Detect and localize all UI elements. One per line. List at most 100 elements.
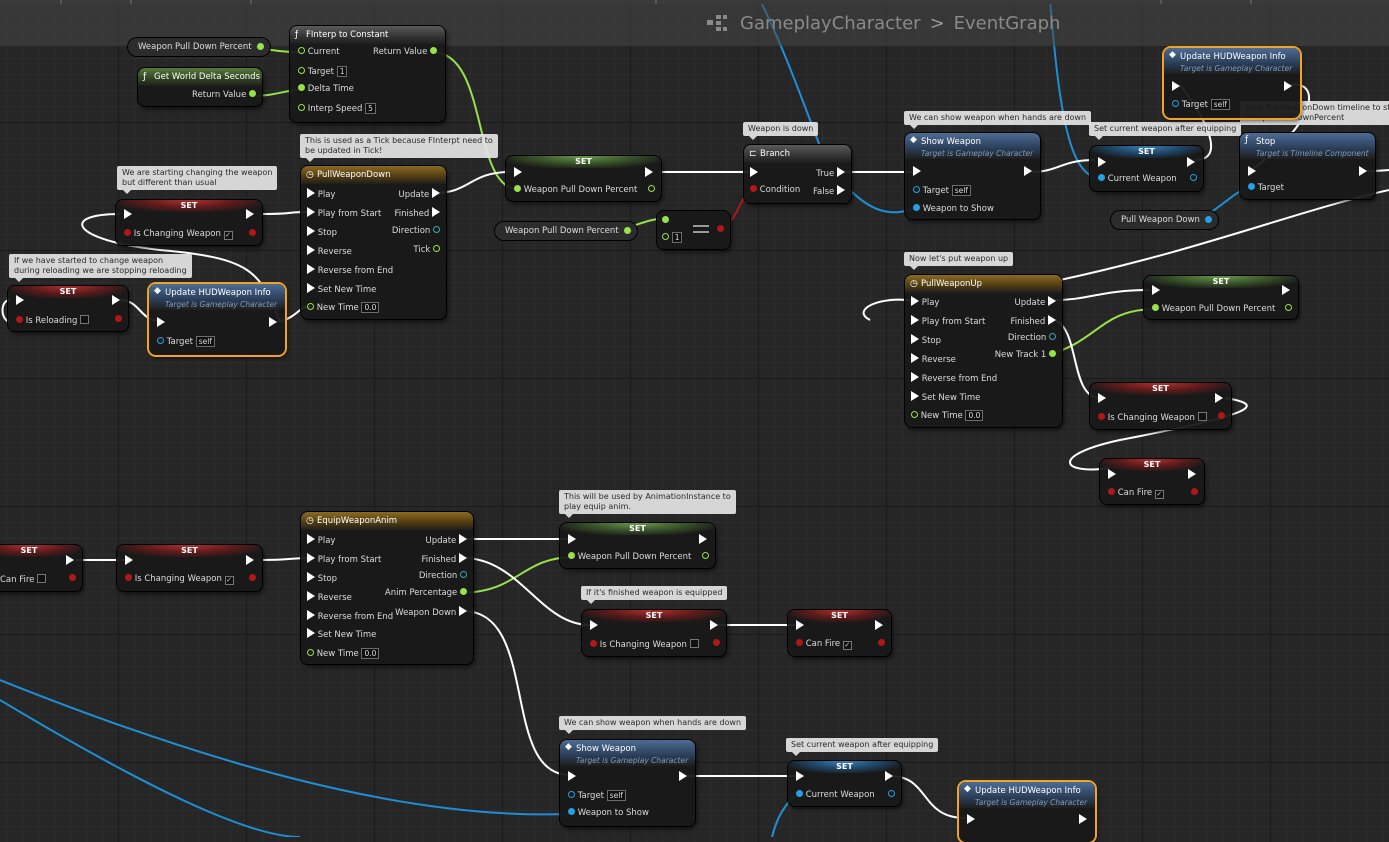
float-input-pin[interactable] xyxy=(298,67,305,74)
checkbox-unchecked[interactable] xyxy=(80,315,90,324)
exec-in-pin[interactable] xyxy=(307,628,315,638)
comment-show-weapon-2[interactable]: We can show weapon when hands are down xyxy=(559,716,747,734)
exec-out-pin[interactable] xyxy=(459,534,467,544)
float-output-pin[interactable] xyxy=(702,552,709,559)
bool-input-pin[interactable] xyxy=(124,229,131,236)
exec-in-pin[interactable] xyxy=(307,226,315,236)
comment-tick[interactable]: This is used as a Tick because FInterpt … xyxy=(300,134,498,162)
bool-input-pin[interactable] xyxy=(796,639,803,646)
float-input-pin[interactable] xyxy=(911,411,918,418)
bool-input-pin[interactable] xyxy=(125,574,132,581)
float-input-pin[interactable] xyxy=(307,303,314,310)
enum-output-pin[interactable] xyxy=(1049,333,1056,340)
exec-out-pin[interactable] xyxy=(1048,296,1056,306)
exec-in-pin[interactable] xyxy=(307,610,315,620)
exec-in-pin[interactable] xyxy=(796,771,804,781)
float-input-pin[interactable] xyxy=(662,233,669,240)
exec-out-pin[interactable] xyxy=(885,771,893,781)
float-input-pin[interactable] xyxy=(307,649,314,656)
exec-in-pin[interactable] xyxy=(967,814,975,824)
object-input-pin[interactable] xyxy=(913,204,920,211)
set-weapon-pull-down-percent-node[interactable]: SET Weapon Pull Down Percent xyxy=(1144,276,1298,319)
comment-finished-equipped[interactable]: If it's finished weapon is equipped xyxy=(581,586,728,604)
checkbox-checked[interactable]: ✓ xyxy=(1154,490,1164,499)
comment-stop-reloading[interactable]: If we have started to change weapon duri… xyxy=(9,254,192,282)
float-output-pin[interactable] xyxy=(249,90,256,97)
exec-in-pin[interactable] xyxy=(307,534,315,544)
comment-weapon-down[interactable]: Weapon is down xyxy=(743,122,819,140)
timeline-equip-weapon-anim-node[interactable]: ◷EquipWeaponAnim Play Play from Start St… xyxy=(301,512,473,664)
set-weapon-pull-down-percent-node[interactable]: SET Weapon Pull Down Percent xyxy=(506,156,661,201)
checkbox-unchecked[interactable] xyxy=(1197,412,1207,421)
exec-out-pin[interactable] xyxy=(432,207,440,217)
float-output-pin[interactable] xyxy=(433,245,440,252)
exec-out-pin[interactable] xyxy=(246,555,254,565)
exec-out-pin[interactable] xyxy=(1284,81,1292,91)
object-input-pin[interactable] xyxy=(1248,183,1255,190)
float-output-pin[interactable] xyxy=(1285,304,1292,311)
float-input-pin[interactable] xyxy=(1152,304,1159,311)
exec-out-pin[interactable] xyxy=(1187,157,1195,167)
object-input-pin[interactable] xyxy=(796,790,803,797)
exec-out-pin[interactable] xyxy=(679,771,687,781)
exec-out-pin[interactable] xyxy=(1215,393,1223,403)
set-is-changing-weapon-node[interactable]: SET Is Changing Weapon ✓ xyxy=(116,200,262,245)
exec-in-pin[interactable] xyxy=(307,283,315,293)
bool-output-pin[interactable] xyxy=(1191,488,1198,495)
new-time-field[interactable]: 0.0 xyxy=(965,410,984,421)
exec-out-pin[interactable] xyxy=(432,188,440,198)
object-output-pin[interactable] xyxy=(1190,174,1197,181)
exec-in-pin[interactable] xyxy=(911,391,919,401)
pull-weapon-down-getter[interactable]: Pull Weapon Down xyxy=(1111,211,1218,229)
exec-in-pin[interactable] xyxy=(1108,469,1116,479)
comment-set-after-equip-2[interactable]: Set current weapon after equipping xyxy=(786,738,939,756)
exec-in-pin[interactable] xyxy=(911,296,919,306)
exec-out-pin[interactable] xyxy=(1359,166,1367,176)
exec-in-pin[interactable] xyxy=(307,264,315,274)
exec-true-pin[interactable] xyxy=(837,167,845,177)
exec-in-pin[interactable] xyxy=(590,620,598,630)
exec-in-pin[interactable] xyxy=(1248,166,1256,176)
exec-out-pin[interactable] xyxy=(246,209,254,219)
bool-output-pin[interactable] xyxy=(713,639,720,646)
exec-false-pin[interactable] xyxy=(837,185,845,195)
target-value-field[interactable]: 1 xyxy=(336,66,348,77)
exec-in-pin[interactable] xyxy=(913,166,921,176)
timeline-pull-weapon-up-node[interactable]: ◷PullWeaponUp Play Play from Start Stop … xyxy=(905,275,1062,427)
object-input-pin[interactable] xyxy=(1098,174,1105,181)
weapon-pull-down-percent-getter[interactable]: Weapon Pull Down Percent xyxy=(128,38,270,56)
float-output-pin[interactable] xyxy=(648,185,655,192)
exec-in-pin[interactable] xyxy=(157,317,165,327)
bool-output-pin[interactable] xyxy=(1218,412,1225,419)
set-current-weapon-node[interactable]: SET Current Weapon xyxy=(1090,146,1203,191)
exec-in-pin[interactable] xyxy=(307,572,315,582)
bool-output-pin[interactable] xyxy=(115,315,122,322)
exec-out-pin[interactable] xyxy=(459,553,467,563)
float-input-pin[interactable] xyxy=(568,552,575,559)
exec-in-pin[interactable] xyxy=(514,167,522,177)
bool-input-pin[interactable] xyxy=(1098,413,1105,420)
exec-out-pin[interactable] xyxy=(1282,285,1290,295)
bool-output-pin[interactable] xyxy=(249,229,256,236)
bool-input-pin[interactable] xyxy=(590,640,597,647)
float-input-pin[interactable] xyxy=(662,216,669,223)
enum-output-pin[interactable] xyxy=(460,571,467,578)
bool-output-pin[interactable] xyxy=(717,225,724,232)
set-can-fire-node[interactable]: SET Can Fire ✓ xyxy=(1100,459,1204,504)
exec-out-pin[interactable] xyxy=(459,606,467,616)
exec-in-pin[interactable] xyxy=(307,245,315,255)
float-output-pin[interactable] xyxy=(430,47,437,54)
exec-out-pin[interactable] xyxy=(1048,315,1056,325)
comment-start-changing[interactable]: We are starting changing the weapon but … xyxy=(117,166,278,194)
bool-output-pin[interactable] xyxy=(878,639,885,646)
checkbox-checked[interactable]: ✓ xyxy=(224,576,234,585)
checkbox-checked[interactable]: ✓ xyxy=(842,641,852,650)
set-can-fire-node[interactable]: SET Can Fire xyxy=(0,545,82,591)
exec-out-pin[interactable] xyxy=(875,620,883,630)
set-can-fire-node[interactable]: SET Can Fire ✓ xyxy=(788,610,891,656)
exec-in-pin[interactable] xyxy=(1098,157,1106,167)
interp-speed-field[interactable]: 5 xyxy=(365,103,376,114)
exec-in-pin[interactable] xyxy=(911,353,919,363)
